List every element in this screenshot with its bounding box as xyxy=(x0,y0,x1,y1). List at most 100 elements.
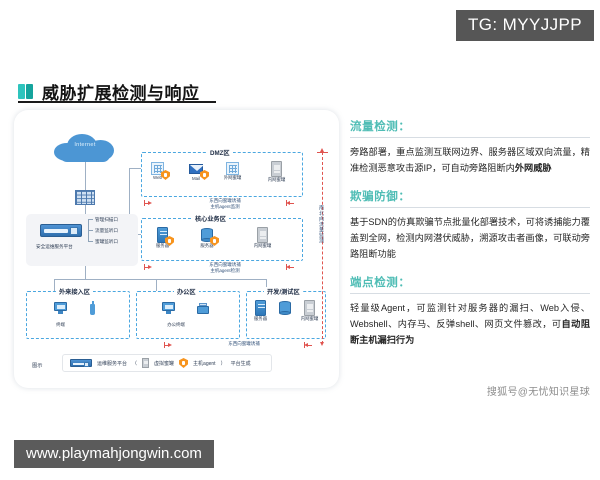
internet-label: Internet xyxy=(74,142,96,148)
device-terminal-label: 终端 xyxy=(56,322,65,327)
ew-arrow-right-core xyxy=(286,264,294,270)
architecture-diagram-card: Internet xyxy=(14,110,339,388)
ew-arrow-left-dmz xyxy=(144,200,152,206)
ew-label-dev: 东西向蜜罐诱捕 xyxy=(228,341,260,346)
device-office-terminal-icon: 办公终端 xyxy=(162,302,185,327)
section-divider xyxy=(350,207,590,208)
legend-agent-label: 主机agent xyxy=(193,360,216,367)
ns-arrow-up xyxy=(319,148,324,152)
agent-shield-icon xyxy=(200,170,209,180)
zone-dev-test-title: 开发/测试区 xyxy=(264,287,303,296)
sohu-watermark: 搜狐号@无忧知识星球 xyxy=(486,387,590,398)
zone-external-access xyxy=(26,291,130,339)
url-watermark: www.playmahjongwin.com xyxy=(14,440,214,468)
device-external-honeypot-label: 外网蜜罐 xyxy=(223,175,242,180)
link-bus-zone2 xyxy=(156,279,157,291)
ew-label-dmz: 东西向蜜罐诱捕 主机agent监测 xyxy=(209,198,241,209)
platform-appliance-icon xyxy=(40,224,82,237)
device-web-icon: Web xyxy=(151,162,164,180)
body-bold: 自动阻断主机漏扫行为 xyxy=(350,319,591,345)
section-deception-defense: 欺骗防御： 基于SDN的仿真欺骗节点批量化部署技术，可将诱捕能力覆盖到全网，检测… xyxy=(350,188,590,262)
link-bus-zone3 xyxy=(266,279,267,291)
north-south-flow-line xyxy=(322,152,323,344)
book-icon xyxy=(18,84,34,99)
ns-cap-top xyxy=(317,152,328,153)
device-core-server-1-label: 服务器 xyxy=(155,243,170,248)
legend-suffix: 平台生成 xyxy=(230,360,251,367)
legend-title: 图示 xyxy=(32,363,43,369)
device-dev-honeypot-icon: 内网蜜罐 xyxy=(301,300,318,321)
ew-arrow-left-core xyxy=(144,264,152,270)
link-bus-zone1 xyxy=(54,279,55,291)
link-bottom-bus xyxy=(54,279,266,280)
legend-honeypot-label: 虚拟蜜罐 xyxy=(154,360,175,367)
link-right-riser xyxy=(129,168,130,234)
page-title: 威胁扩展检测与响应 xyxy=(18,79,200,104)
zone-core-business-title: 核心业务区 xyxy=(192,214,229,223)
legend-appliance-label: 运维服务平台 xyxy=(97,360,128,367)
internet-cloud-icon: Internet xyxy=(54,132,116,162)
legend-honeypot-icon xyxy=(142,358,150,368)
section-endpoint-detection-heading: 端点检测： xyxy=(350,277,411,289)
section-endpoint-detection-body: 轻量级Agent，可监测针对服务器的漏扫、Web入侵、Webshell、内存马、… xyxy=(350,300,590,348)
link-to-dmz xyxy=(129,168,141,169)
section-traffic-detection: 流量检测： 旁路部署，重点监测互联网边界、服务器区域双向流量，精准检测恶意攻击源… xyxy=(350,118,590,176)
device-dev-database-icon xyxy=(279,301,291,315)
body-plain: 基于SDN的仿真欺骗节点批量化部署技术，可将诱捕能力覆盖到全网，检测内网潜伏威胁… xyxy=(350,217,590,259)
device-dev-honeypot-label: 内网蜜罐 xyxy=(300,316,319,321)
section-deception-defense-heading: 欺骗防御： xyxy=(350,191,411,203)
legend-box: 运维服务平台 （ 虚拟蜜罐 主机agent ） 平台生成 xyxy=(62,354,272,372)
body-plain: 旁路部署，重点监测互联网边界、服务器区域双向流量，精准检测恶意攻击源IP，可自动… xyxy=(350,147,590,173)
section-deception-defense-body: 基于SDN的仿真欺骗节点批量化部署技术，可将诱捕能力覆盖到全网，检测内网潜伏威胁… xyxy=(350,214,590,262)
title-underline xyxy=(18,101,216,103)
platform-port-0: 管理扫描口 xyxy=(95,216,118,222)
legend-agent-icon xyxy=(179,358,189,368)
ew-arrow-right-dev xyxy=(304,342,312,348)
section-traffic-detection-body: 旁路部署，重点监测互联网边界、服务器区域双向流量，精准检测恶意攻击源IP，可自动… xyxy=(350,144,590,176)
legend-appliance-icon xyxy=(70,359,92,367)
zone-dmz-title: DMZ区 xyxy=(207,148,233,157)
device-dev-server-label: 服务器 xyxy=(253,316,268,321)
platform-port-1: 流量监听口 xyxy=(95,227,118,233)
legend-open-paren: （ xyxy=(132,360,138,367)
device-web-label: Web xyxy=(153,175,162,180)
body-plain: 轻量级Agent，可监测针对服务器的漏扫、Web入侵、Webshell、内存马、… xyxy=(350,303,590,329)
zone-office xyxy=(136,291,240,339)
device-mail-icon: Mail xyxy=(189,164,204,181)
body-bold: 外网威胁 xyxy=(514,163,552,173)
ew-arrow-left-dev xyxy=(164,342,172,348)
agent-shield-icon xyxy=(165,236,174,246)
network-diagram: Internet xyxy=(14,110,339,388)
device-office-terminal-label: 办公终端 xyxy=(167,322,185,327)
section-divider xyxy=(350,293,590,294)
section-traffic-detection-heading: 流量检测： xyxy=(350,121,411,133)
device-core-server-2-label: 服务器 xyxy=(200,243,214,248)
page-title-text: 威胁扩展检测与响应 xyxy=(42,84,200,103)
agent-shield-icon xyxy=(161,170,170,180)
platform-port-2: 蜜罐监听口 xyxy=(95,238,118,244)
device-dev-server-icon: 服务器 xyxy=(254,300,267,321)
security-ops-platform: 安全运维服务平台 管理扫描口 流量监听口 蜜罐监听口 xyxy=(26,214,138,266)
north-south-flow-label: 南北向流量监测 xyxy=(318,205,324,244)
agent-shield-icon xyxy=(210,236,219,246)
device-core-honeypot-icon: 内网蜜罐 xyxy=(254,227,271,248)
mobile-device-icon xyxy=(90,301,95,315)
device-terminal-icon: 终端 xyxy=(54,302,67,327)
capabilities-panel: 流量检测： 旁路部署，重点监测互联网边界、服务器区域双向流量，精准检测恶意攻击源… xyxy=(350,118,590,360)
zone-office-title: 办公区 xyxy=(174,287,199,296)
device-internal-honeypot-label: 内网蜜罐 xyxy=(267,177,286,182)
zone-external-access-title: 外来接入区 xyxy=(56,287,93,296)
ew-label-core: 东西向蜜罐诱捕 主机agent检测 xyxy=(209,262,241,273)
section-endpoint-detection: 端点检测： 轻量级Agent，可监测针对服务器的漏扫、Web入侵、Webshel… xyxy=(350,274,590,348)
platform-name-label: 安全运维服务平台 xyxy=(36,244,73,249)
firewall-icon xyxy=(75,190,95,205)
link-cloud-firewall xyxy=(85,162,86,190)
device-core-server-1-icon: 服务器 xyxy=(156,227,169,248)
device-internal-honeypot-icon: 内网蜜罐 xyxy=(268,161,285,182)
ns-arrow-down xyxy=(319,342,324,346)
legend-close-paren: ） xyxy=(220,360,226,367)
printer-icon xyxy=(197,303,209,314)
device-external-honeypot-icon: 外网蜜罐 xyxy=(224,162,241,180)
telegram-watermark: TG: MYYJJPP xyxy=(456,10,594,41)
